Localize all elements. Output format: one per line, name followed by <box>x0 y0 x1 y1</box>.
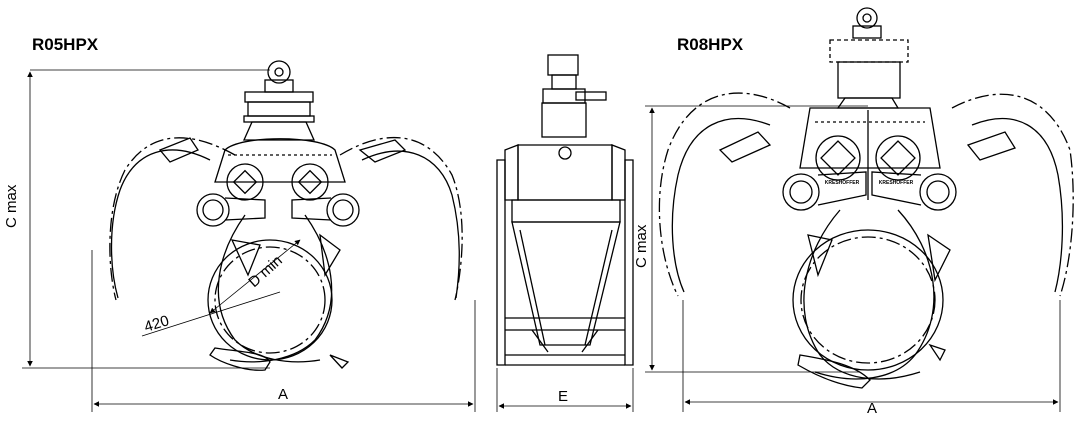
dimension-lines-r05hpx <box>22 69 476 412</box>
right-height-label: C max <box>633 224 650 268</box>
left-radius-label: 420 <box>142 312 171 336</box>
left-diameter-label: D min <box>245 252 285 291</box>
left-height-label: C max <box>3 184 20 228</box>
dimension-lines-r08hpx <box>645 105 1061 412</box>
grapple-side-view-drawing <box>496 54 634 366</box>
right-plate-text-right: KRESHOFFER <box>879 180 914 186</box>
right-width-label: A <box>867 400 877 416</box>
right-plate-text-left: KRESHOFFER <box>825 180 860 186</box>
dimension-lines-side <box>496 368 634 412</box>
side-width-label: E <box>558 388 568 405</box>
grapple-r08hpx-drawing <box>658 7 1074 389</box>
model-title-r05hpx: R05HPX <box>32 35 99 54</box>
model-title-r08hpx: R08HPX <box>677 35 744 54</box>
left-width-label: A <box>278 386 288 403</box>
